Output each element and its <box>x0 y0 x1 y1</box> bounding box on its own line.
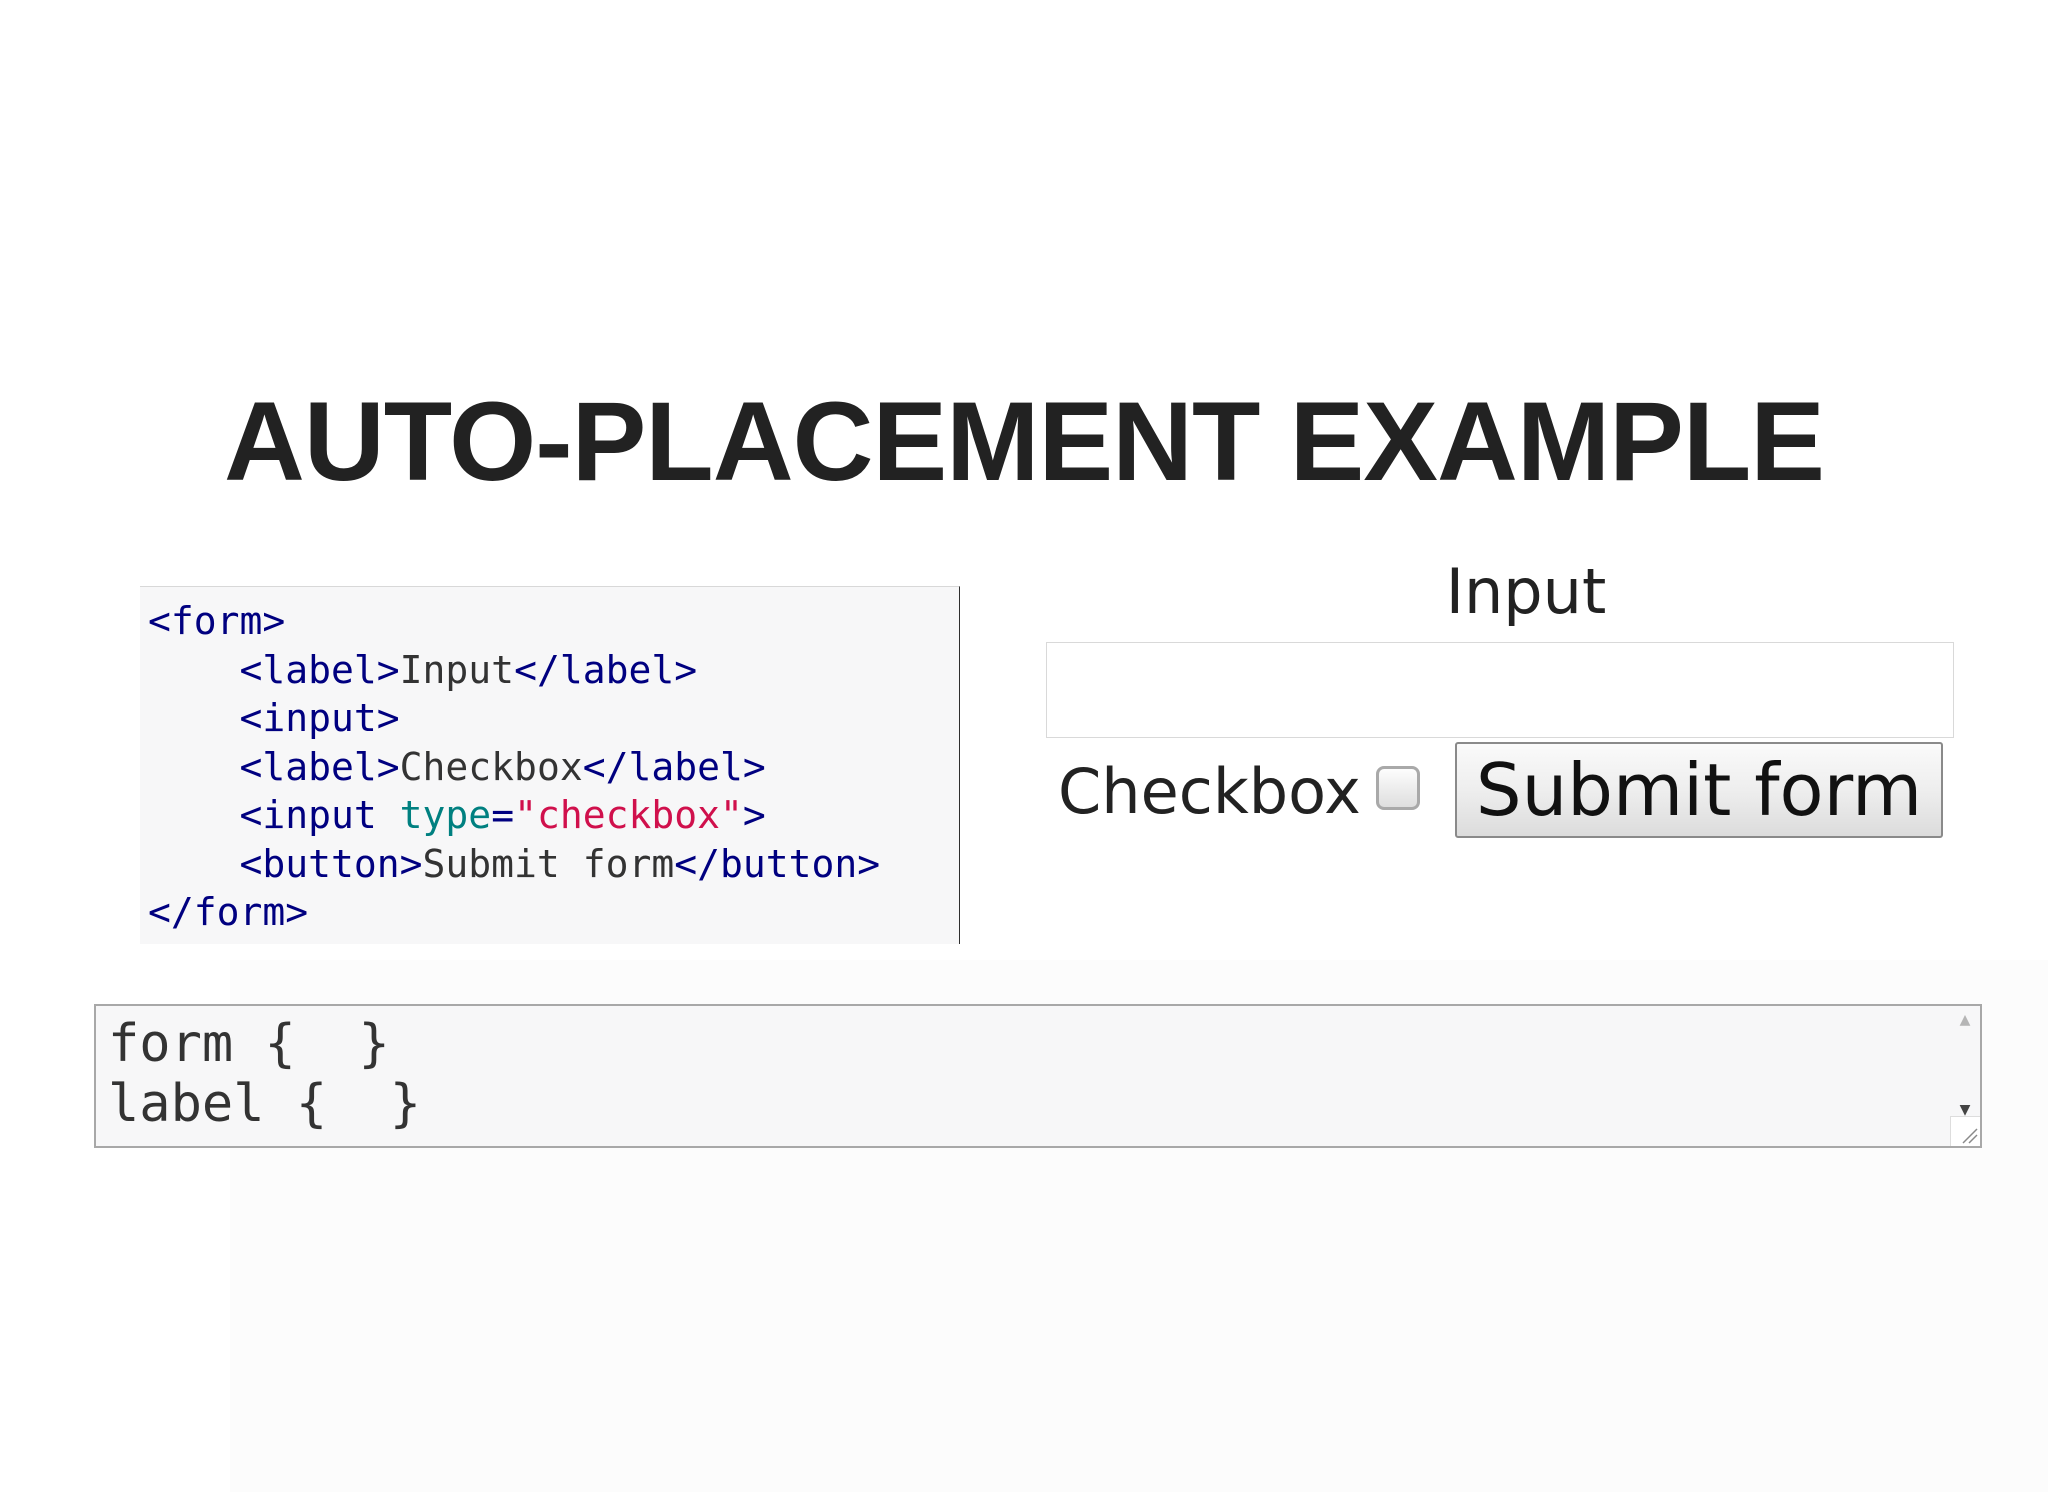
code-token <box>148 696 240 740</box>
code-line: <form> <box>148 597 959 646</box>
code-token: Submit form <box>422 841 675 886</box>
code-line: <label>Input</label> <box>148 646 959 695</box>
code-token <box>148 745 240 789</box>
input-label: Input <box>1445 555 1607 628</box>
demo-checkbox[interactable] <box>1376 766 1420 810</box>
code-token: </label> <box>514 647 698 692</box>
css-editor-text[interactable]: form { }label { } <box>108 1014 421 1134</box>
code-line: <input type="checkbox"> <box>148 791 959 840</box>
code-token: <input <box>239 793 400 837</box>
demo-text-input[interactable] <box>1046 642 1954 738</box>
code-token: <button> <box>239 841 423 886</box>
code-token: <label> <box>239 744 400 789</box>
code-token: = <box>491 793 515 837</box>
code-token <box>148 793 240 837</box>
submit-form-button[interactable]: Submit form <box>1455 742 1943 838</box>
checkbox-label: Checkbox <box>1058 755 1361 828</box>
scroll-up-arrow-icon[interactable]: ▲ <box>1959 1012 1971 1028</box>
code-token: "checkbox" <box>514 793 743 837</box>
code-line: </form> <box>148 888 959 937</box>
slide-title: AUTO-PLACEMENT EXAMPLE <box>224 379 1825 504</box>
code-token <box>148 648 240 692</box>
resize-grip-icon[interactable] <box>1950 1116 1980 1146</box>
css-editor-textarea[interactable]: form { }label { } ▲ ▼ <box>94 1004 1982 1148</box>
code-line: <button>Submit form</button> <box>148 840 959 889</box>
css-line-form: form { } <box>108 1014 390 1074</box>
code-token: Checkbox <box>399 744 583 789</box>
code-token: </label> <box>582 744 766 789</box>
code-token: <input> <box>239 696 400 740</box>
code-token: type <box>399 793 492 837</box>
code-token: Input <box>399 647 515 692</box>
css-line-label: label { } <box>108 1074 422 1134</box>
code-token: <label> <box>239 647 400 692</box>
code-line: <input> <box>148 694 959 743</box>
code-token <box>148 842 240 886</box>
code-line: <label>Checkbox</label> <box>148 743 959 792</box>
code-token: > <box>742 793 766 837</box>
scroll-down-arrow-icon[interactable]: ▼ <box>1959 1102 1971 1118</box>
code-token: </button> <box>674 841 881 886</box>
html-code-panel: <form> <label>Input</label> <input> <lab… <box>140 586 960 944</box>
code-lines: <form> <label>Input</label> <input> <lab… <box>148 597 959 937</box>
code-token: </form> <box>148 890 309 934</box>
code-token: <form> <box>148 599 286 643</box>
